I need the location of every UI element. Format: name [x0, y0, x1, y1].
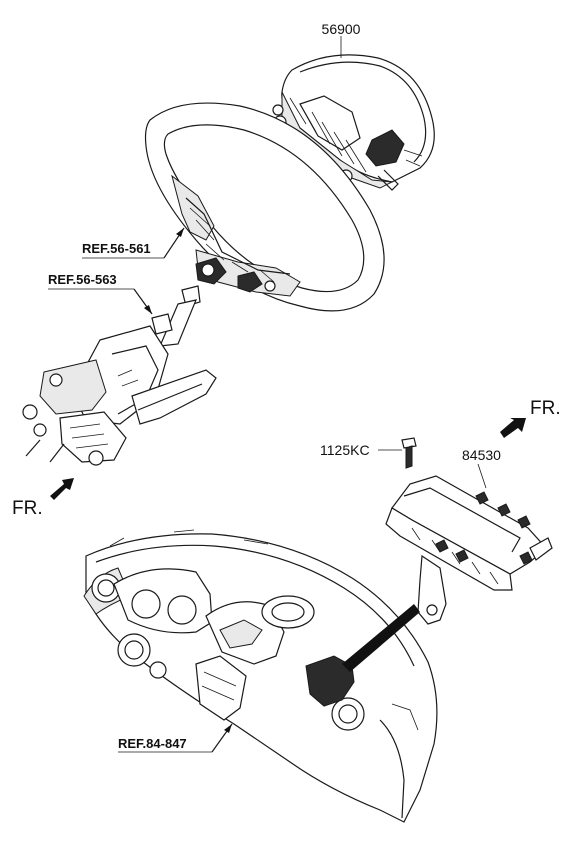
front-direction-arrow-right: [500, 418, 526, 438]
front-direction-label-right: FR.: [530, 398, 561, 419]
ref-84-847-label: REF.84-847: [118, 736, 187, 751]
ref-56-561-callout: [82, 227, 185, 259]
steering-wheel: [144, 102, 385, 312]
passenger-airbag-module: [385, 463, 553, 625]
part-label-84530: 84530: [462, 447, 501, 463]
part-label-56900: 56900: [322, 21, 361, 37]
ref-56-563-label: REF.56-563: [48, 272, 117, 287]
part-label-1125kc: 1125KC: [320, 442, 370, 458]
crash-pad-dashboard: [83, 529, 438, 823]
ref-84-847-callout: [118, 723, 233, 753]
bolt-1125kc: [378, 437, 417, 469]
front-direction-arrow-left: [50, 478, 74, 500]
ref-56-563-callout: [48, 288, 153, 315]
ref-56-561-label: REF.56-561: [82, 241, 151, 256]
steering-column: [22, 285, 217, 466]
front-direction-label-left: FR.: [12, 498, 43, 519]
